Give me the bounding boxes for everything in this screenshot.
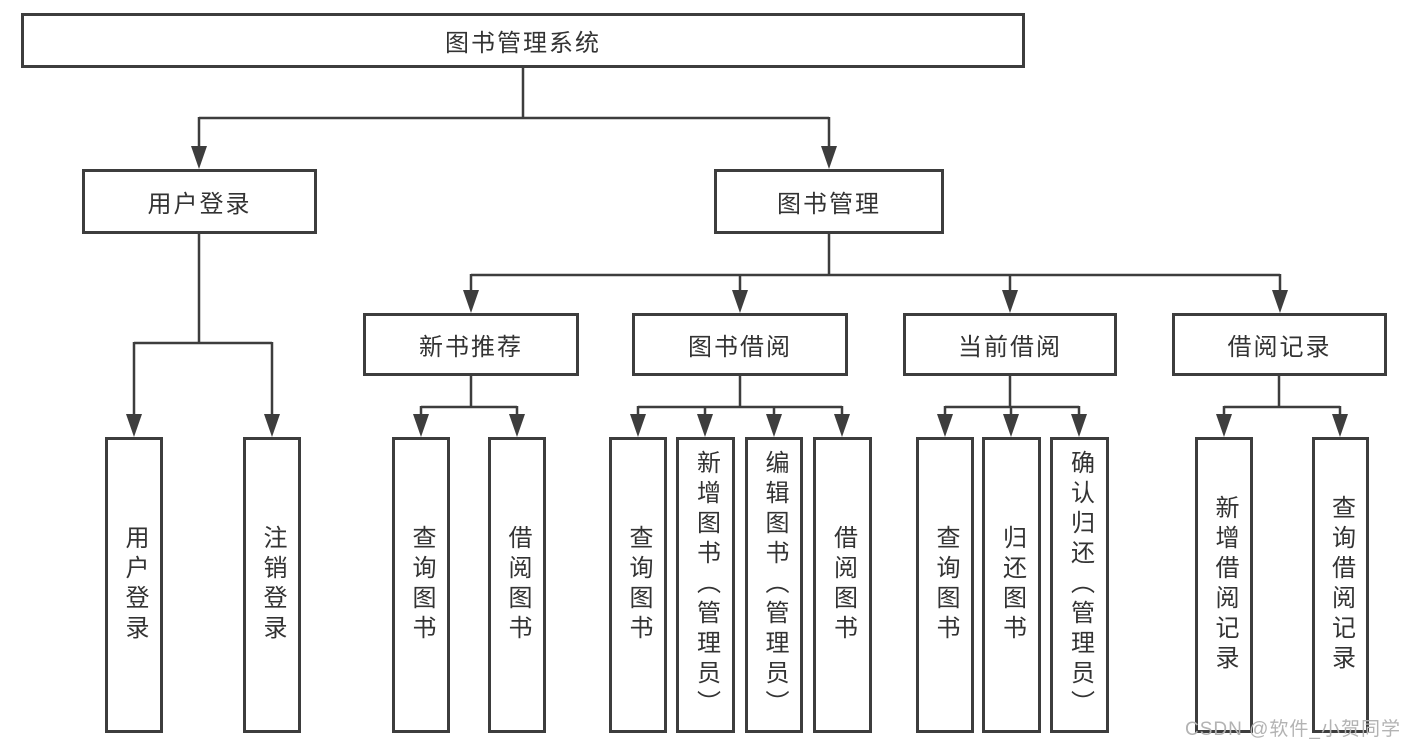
arrowhead-icon	[697, 414, 713, 437]
node-borrow-record-label: 借阅记录	[1227, 334, 1332, 361]
leaf-current-query-books-label: 查询图书	[932, 525, 959, 645]
arrowhead-icon	[463, 290, 479, 313]
arrowhead-icon	[1071, 414, 1087, 437]
leaf-borrow-query-books: 查询图书	[609, 437, 667, 733]
leaf-borrow-books-label: 借阅图书	[829, 525, 857, 645]
leaf-edit-books-admin-label: 编辑图书（管理员）	[761, 450, 788, 720]
node-root-label: 图书管理系统	[445, 30, 601, 57]
leaf-return-books: 归还图书	[982, 437, 1041, 733]
node-root: 图书管理系统	[21, 13, 1025, 68]
leaf-borrow-query-books-label: 查询图书	[625, 525, 652, 645]
leaf-newbook-query-books: 查询图书	[392, 437, 450, 733]
arrowhead-icon	[1216, 414, 1232, 437]
leaf-add-borrow-record-label: 新增借阅记录	[1211, 495, 1238, 675]
node-borrow-record: 借阅记录	[1172, 313, 1387, 376]
leaf-edit-books-admin: 编辑图书（管理员）	[745, 437, 803, 733]
leaf-newbook-borrow-books-label: 借阅图书	[504, 525, 531, 645]
leaf-confirm-return-admin-label: 确认归还（管理员）	[1066, 450, 1094, 720]
leaf-user-login-label: 用户登录	[121, 525, 148, 645]
arrowhead-icon	[1332, 414, 1348, 437]
leaf-query-borrow-record: 查询借阅记录	[1312, 437, 1369, 733]
leaf-add-books-admin-label: 新增图书（管理员）	[692, 450, 720, 720]
arrowhead-icon	[126, 414, 142, 437]
arrowhead-icon	[1002, 290, 1018, 313]
arrowheads	[126, 146, 1348, 437]
arrowhead-icon	[630, 414, 646, 437]
arrowhead-icon	[821, 146, 837, 169]
leaf-newbook-query-books-label: 查询图书	[408, 525, 435, 645]
arrowhead-icon	[732, 290, 748, 313]
leaf-confirm-return-admin: 确认归还（管理员）	[1050, 437, 1109, 733]
node-new-book-recommend: 新书推荐	[363, 313, 579, 376]
node-user-login-label: 用户登录	[147, 191, 252, 218]
arrowhead-icon	[191, 146, 207, 169]
leaf-logout: 注销登录	[243, 437, 301, 733]
node-current-borrow-label: 当前借阅	[958, 334, 1062, 361]
arrowhead-icon	[1003, 414, 1019, 437]
node-book-management: 图书管理	[714, 169, 944, 234]
arrowhead-icon	[834, 414, 850, 437]
leaf-logout-label: 注销登录	[259, 525, 286, 645]
leaf-newbook-borrow-books: 借阅图书	[488, 437, 546, 733]
arrowhead-icon	[937, 414, 953, 437]
leaf-borrow-books: 借阅图书	[813, 437, 872, 733]
node-user-login: 用户登录	[82, 169, 317, 234]
arrowhead-icon	[509, 414, 525, 437]
leaf-add-borrow-record: 新增借阅记录	[1195, 437, 1253, 733]
leaf-add-books-admin: 新增图书（管理员）	[676, 437, 735, 733]
leaf-query-borrow-record-label: 查询借阅记录	[1327, 495, 1355, 675]
arrowhead-icon	[766, 414, 782, 437]
arrowhead-icon	[1272, 290, 1288, 313]
leaf-return-books-label: 归还图书	[998, 525, 1026, 645]
node-book-management-label: 图书管理	[777, 191, 881, 218]
arrowhead-icon	[413, 414, 429, 437]
node-book-borrow: 图书借阅	[632, 313, 848, 376]
leaf-user-login: 用户登录	[105, 437, 163, 733]
node-book-borrow-label: 图书借阅	[688, 334, 792, 361]
node-new-book-recommend-label: 新书推荐	[419, 334, 523, 361]
node-current-borrow: 当前借阅	[903, 313, 1117, 376]
arrowhead-icon	[264, 414, 280, 437]
watermark: CSDN @软件_小贺同学	[1185, 719, 1401, 740]
leaf-current-query-books: 查询图书	[916, 437, 974, 733]
